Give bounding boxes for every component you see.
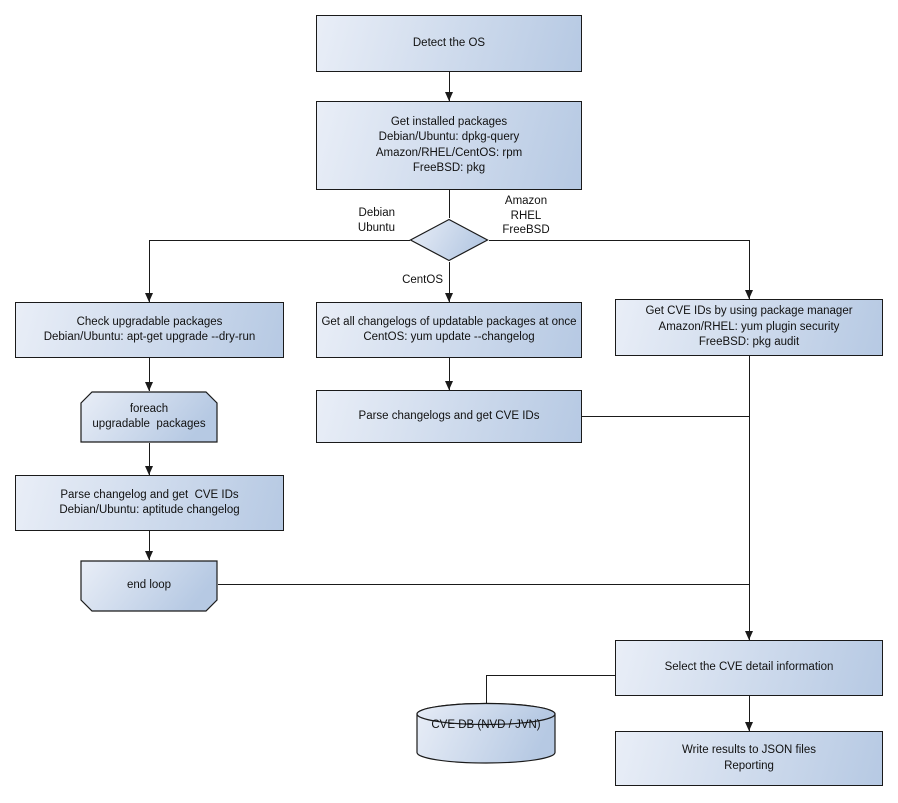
edge-line [582, 416, 749, 417]
branch-label-debian-ubuntu: Debian Ubuntu [357, 207, 395, 234]
arrowhead-down-icon [744, 722, 753, 731]
flow-node-get-all-changelogs: Get all changelogs of updatable packages… [316, 302, 582, 358]
edge-line [748, 696, 750, 731]
os-decision-diamond [409, 218, 489, 262]
flow-node-get-cve-ids-pkg-manager: Get CVE IDs by using package manager Ama… [615, 299, 883, 356]
flow-node-parse-changelogs: Parse changelogs and get CVE IDs [316, 390, 582, 443]
flow-node-foreach-loop: foreach upgradable packages [80, 391, 218, 443]
loop-start-label: foreach upgradable packages [92, 402, 206, 431]
arrowhead-down-icon [144, 382, 153, 391]
edge-line [748, 356, 750, 640]
flow-node-check-upgradable: Check upgradable packages Debian/Ubuntu:… [15, 302, 284, 358]
flow-node-select-cve-detail: Select the CVE detail information [615, 640, 883, 696]
arrowhead-down-icon [744, 290, 753, 299]
edge-line [485, 675, 487, 703]
branch-label-amazon-rhel-freebsd: Amazon RHEL FreeBSD [502, 195, 550, 236]
edge-line [448, 262, 450, 302]
edge-line [148, 443, 150, 475]
edge-line [148, 239, 410, 241]
flow-node-end-loop: end loop [80, 560, 218, 612]
branch-label-centos: CentOS [402, 274, 443, 286]
edge-line [448, 190, 450, 218]
edge-line [448, 358, 450, 390]
arrowhead-down-icon [444, 293, 453, 302]
edge-line [148, 239, 150, 302]
loop-end-label: end loop [126, 579, 172, 592]
flow-node-parse-changelog: Parse changelog and get CVE IDs Debian/U… [15, 475, 284, 531]
arrowhead-down-icon [444, 381, 453, 390]
edge-line [148, 531, 150, 560]
edge-line [486, 675, 615, 676]
cve-db-label: CVE DB (NVD / JVN) [431, 719, 541, 731]
edge-line [448, 72, 450, 101]
edge-line [218, 584, 749, 585]
arrowhead-down-icon [144, 293, 153, 302]
arrowhead-down-icon [444, 92, 453, 101]
cve-db-cylinder: CVE DB (NVD / JVN) [416, 702, 556, 764]
arrowhead-down-icon [144, 551, 153, 560]
edge-line [148, 358, 150, 391]
edge-line [748, 239, 750, 300]
flow-node-detect-os: Detect the OS [316, 15, 582, 72]
flow-node-get-installed-packages: Get installed packages Debian/Ubuntu: dp… [316, 101, 582, 190]
edge-line [489, 239, 749, 241]
arrowhead-down-icon [744, 631, 753, 640]
flow-node-write-results: Write results to JSON files Reporting [615, 731, 883, 786]
arrowhead-down-icon [144, 466, 153, 475]
